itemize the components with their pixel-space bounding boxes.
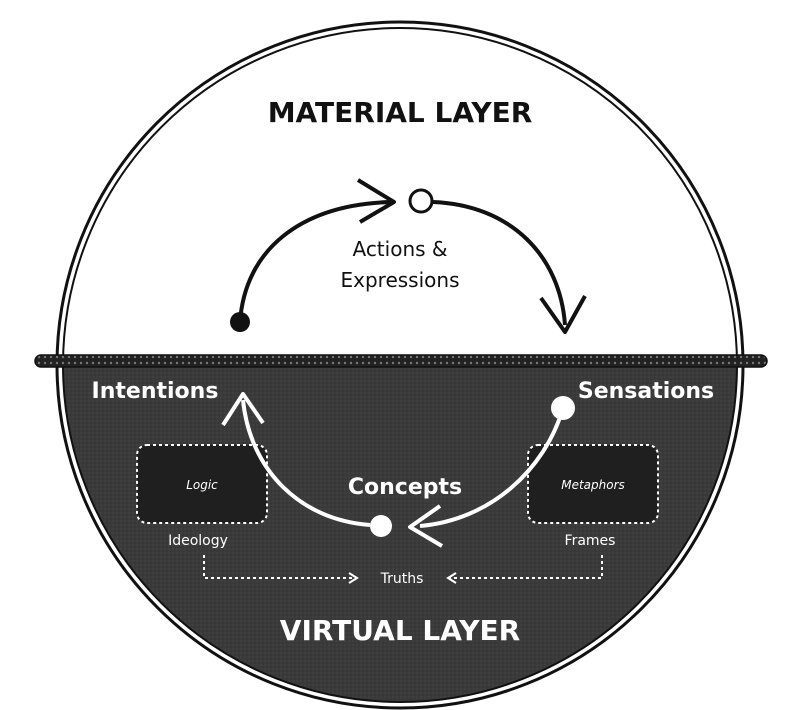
frames-to-truths-arrowhead [446, 572, 457, 584]
layer-divider [34, 354, 768, 368]
actions-node [408, 188, 434, 214]
arc-concepts-to-intentions [241, 399, 371, 527]
logic-box-label: Logic [186, 478, 218, 492]
intention-start-dot [230, 312, 250, 332]
arrowhead-to-actions [356, 178, 396, 224]
arrowhead-to-intentions [221, 392, 265, 427]
actions-label-line1: Actions & [352, 237, 447, 261]
sensations-label: Sensations [578, 379, 714, 404]
frames-caption: Frames [565, 533, 616, 549]
truths-label: Truths [380, 571, 424, 587]
arc-to-actions [238, 200, 391, 323]
metaphors-box [527, 444, 659, 524]
ideology-to-truths-arrowhead [348, 572, 359, 584]
concepts-node [370, 515, 392, 537]
metaphors-box-label: Metaphors [561, 478, 625, 492]
frames-to-truths-connector [450, 555, 603, 579]
arrowhead-to-concepts [408, 504, 444, 548]
actions-label-line2: Expressions [341, 268, 460, 292]
virtual-layer-region [63, 365, 737, 702]
arc-sensations-to-concepts [419, 407, 565, 528]
arc-to-sensations [432, 200, 567, 326]
material-layer-title: MATERIAL LAYER [268, 96, 533, 129]
arrowhead-to-sensations [539, 295, 587, 334]
ideology-to-truths-connector [203, 555, 355, 579]
ideology-caption: Ideology [168, 533, 228, 549]
sensations-node [551, 396, 575, 420]
logic-box [136, 444, 268, 524]
virtual-layer-title: VIRTUAL LAYER [280, 614, 520, 647]
intentions-label: Intentions [92, 379, 219, 404]
concepts-label: Concepts [348, 475, 462, 500]
